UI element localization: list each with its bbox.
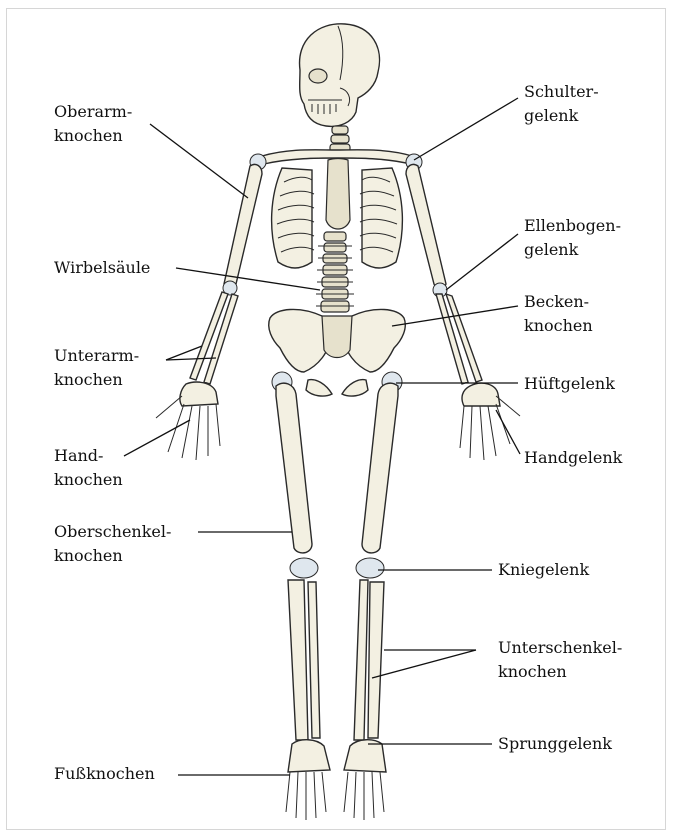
label-ellenbogengelenk-line-2: gelenk [524, 238, 621, 262]
label-oberschenkelknochen-line-1: Oberschenkel- [54, 520, 171, 544]
label-wirbelsaeule: Wirbelsäule [54, 256, 150, 280]
label-unterarmknochen-line-2: knochen [54, 368, 139, 392]
label-schultergelenk-line-1: Schulter- [524, 80, 599, 104]
leader-handknochen [124, 420, 190, 456]
label-oberschenkelknochen-line-2: knochen [54, 544, 171, 568]
right-leg [344, 372, 402, 820]
left-leg [272, 372, 330, 820]
label-unterschenkelknochen-line-2: knochen [498, 660, 622, 684]
label-beckenknochen: Becken- knochen [524, 290, 593, 338]
label-schultergelenk: Schulter- gelenk [524, 80, 599, 128]
label-unterschenkelknochen: Unterschenkel- knochen [498, 636, 622, 684]
label-handknochen-line-1: Hand- [54, 444, 123, 468]
label-beckenknochen-line-2: knochen [524, 314, 593, 338]
right-arm [406, 164, 482, 384]
label-sprunggelenk-line-1: Sprunggelenk [498, 732, 612, 756]
label-oberarmknochen: Oberarm- knochen [54, 100, 132, 148]
label-ellenbogengelenk-line-1: Ellenbogen- [524, 214, 621, 238]
left-arm [190, 164, 262, 384]
label-wirbelsaeule-line-1: Wirbelsäule [54, 256, 150, 280]
leader-unterarmknochen-a [166, 346, 202, 360]
label-handknochen-line-2: knochen [54, 468, 123, 492]
label-kniegelenk-line-1: Kniegelenk [498, 558, 589, 582]
label-sprunggelenk: Sprunggelenk [498, 732, 612, 756]
skull [300, 24, 380, 127]
leader-wirbelsaeule [176, 268, 320, 290]
label-handgelenk: Handgelenk [524, 446, 622, 470]
label-fussknochen-line-1: Fußknochen [54, 762, 155, 786]
label-handgelenk-line-1: Handgelenk [524, 446, 622, 470]
label-hueftgelenk: Hüftgelenk [524, 372, 615, 396]
right-hand [460, 383, 520, 460]
leader-oberarmknochen [150, 124, 248, 198]
label-unterarmknochen-line-1: Unterarm- [54, 344, 139, 368]
leader-unterarmknochen-b [166, 358, 216, 360]
label-kniegelenk: Kniegelenk [498, 558, 589, 582]
label-unterarmknochen: Unterarm- knochen [54, 344, 139, 392]
leader-handgelenk [496, 410, 520, 454]
label-oberarmknochen-line-2: knochen [54, 124, 132, 148]
label-oberarmknochen-line-1: Oberarm- [54, 100, 132, 124]
leader-schultergelenk [414, 98, 518, 160]
label-hueftgelenk-line-1: Hüftgelenk [524, 372, 615, 396]
label-beckenknochen-line-1: Becken- [524, 290, 593, 314]
label-schultergelenk-line-2: gelenk [524, 104, 599, 128]
leader-unterschenkelknochen-b [372, 650, 476, 678]
label-fussknochen: Fußknochen [54, 762, 155, 786]
label-oberschenkelknochen: Oberschenkel- knochen [54, 520, 171, 568]
label-ellenbogengelenk: Ellenbogen- gelenk [524, 214, 621, 262]
label-unterschenkelknochen-line-1: Unterschenkel- [498, 636, 622, 660]
label-handknochen: Hand- knochen [54, 444, 123, 492]
leader-ellenbogengelenk [446, 234, 518, 290]
